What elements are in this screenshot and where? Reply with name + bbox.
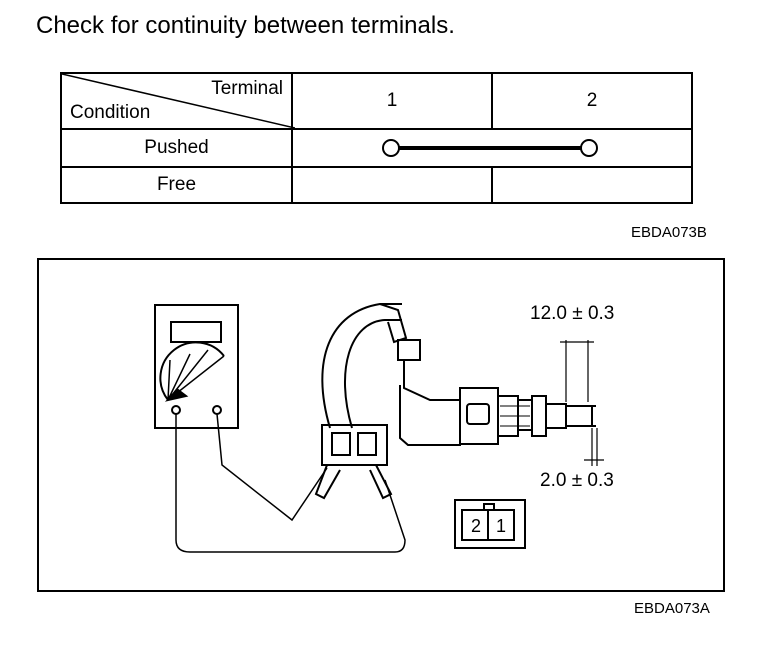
figure-code-top: EBDA073B: [631, 224, 707, 241]
header-terminal-2: 2: [491, 72, 693, 130]
switch-connector-view: [454, 499, 526, 549]
header-terminal-1: 1: [291, 72, 493, 130]
continuity-symbol: [382, 139, 598, 157]
wire-harness: [321, 303, 408, 429]
dimension-length-label: 12.0 ± 0.3: [530, 303, 615, 324]
test-leads: [175, 413, 406, 553]
table-row-pushed: Pushed: [60, 128, 693, 168]
pin-label-1: 1: [496, 516, 506, 536]
table-header-row: Terminal Condition 1 2: [60, 72, 693, 130]
continuity-cell-pushed: [291, 128, 693, 168]
header-condition-label: Condition: [70, 102, 151, 123]
pin-label-2: 2: [471, 516, 481, 536]
page-heading: Check for continuity between terminals.: [36, 12, 455, 39]
condition-free: Free: [60, 166, 293, 204]
free-terminal-1-cell: [291, 166, 493, 204]
free-terminal-2-cell: [491, 166, 693, 204]
harness-connector: [314, 424, 393, 500]
condition-pushed: Pushed: [60, 128, 293, 168]
dimension-lines: [560, 340, 604, 466]
table-row-free: Free: [60, 166, 693, 204]
header-terminal-label: Terminal: [211, 78, 283, 99]
switch-body: [397, 339, 596, 446]
diagonal-line: [62, 74, 295, 128]
multimeter: [154, 304, 239, 429]
figure-code-bottom: EBDA073A: [634, 600, 710, 617]
dimension-gap-label: 2.0 ± 0.3: [540, 470, 614, 491]
diagram-frame: [37, 258, 725, 592]
continuity-table: Terminal Condition 1 2 Pushed Free: [60, 72, 693, 204]
header-diagonal-cell: Terminal Condition: [60, 72, 295, 130]
